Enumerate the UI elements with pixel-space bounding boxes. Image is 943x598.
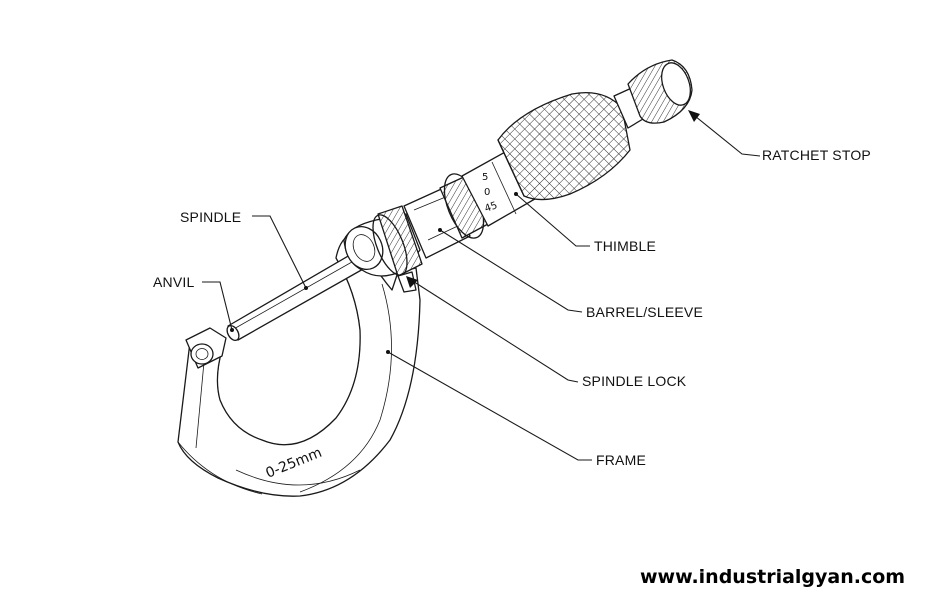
leader-arrows (230, 110, 700, 354)
label-anvil: ANVIL (153, 274, 195, 290)
label-frame: FRAME (596, 452, 646, 468)
spindle-lock-ring (372, 205, 423, 293)
label-spindle: SPINDLE (180, 209, 242, 225)
thimble-scale-5: 5 (482, 172, 488, 183)
knurled-grip (497, 91, 631, 201)
frame-body (177, 233, 421, 497)
label-spindle-lock: SPINDLE LOCK (582, 373, 687, 389)
spindle-rod (226, 247, 373, 342)
thimble-scale-0: 0 (484, 187, 490, 198)
thimble-scale-45: 45 (483, 200, 499, 215)
label-ratchet-stop: RATCHET STOP (762, 147, 871, 163)
anvil-boss (185, 327, 227, 369)
leader-lines (202, 111, 761, 461)
label-barrel-sleeve: BARREL/SLEEVE (586, 304, 703, 320)
website-url: www.industrialgyan.com (640, 566, 906, 588)
label-thimble: THIMBLE (594, 238, 657, 254)
ratchet-assembly (613, 59, 693, 129)
